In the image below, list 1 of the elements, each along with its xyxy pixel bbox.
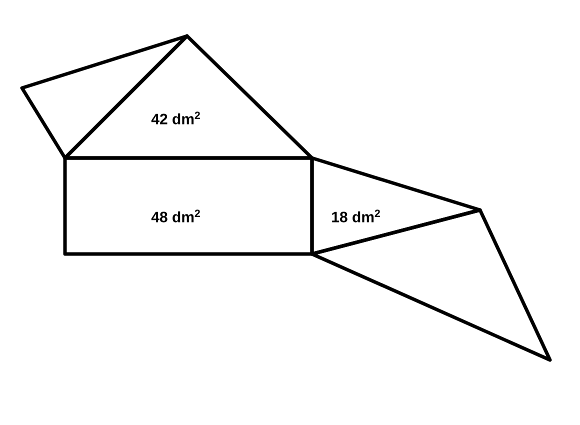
triangle-shape	[310, 208, 552, 362]
